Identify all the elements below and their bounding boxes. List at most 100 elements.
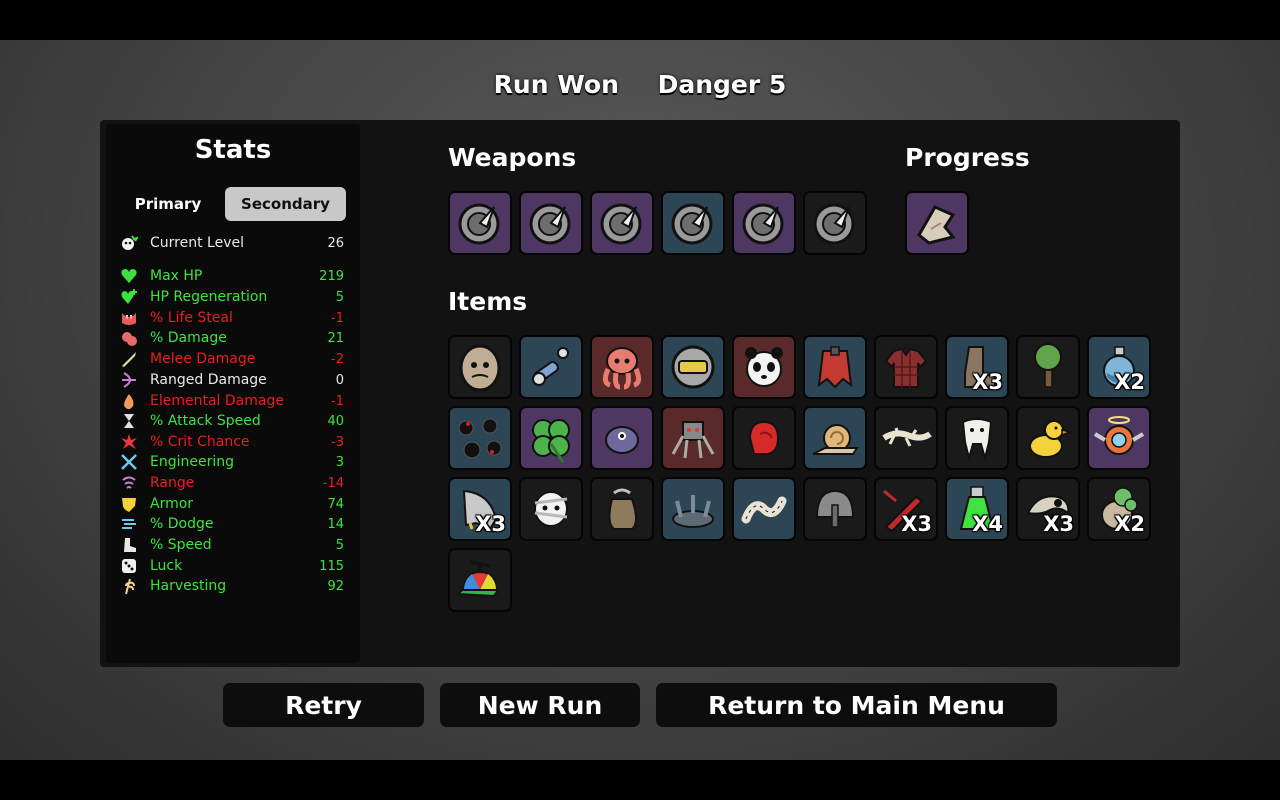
stat-label: Ranged Damage [150, 372, 267, 388]
cape-slot[interactable] [803, 335, 867, 399]
mechanical-arm-slot[interactable] [519, 335, 583, 399]
stat-label: % Crit Chance [150, 434, 250, 450]
spiked-shield-slot[interactable] [519, 191, 583, 255]
stat-label: Max HP [150, 268, 203, 284]
stat-value: 5 [335, 289, 344, 305]
weapons-title: Weapons [448, 143, 577, 172]
rock-slot[interactable] [448, 335, 512, 399]
claw-slot[interactable]: X3 [448, 477, 512, 541]
progress-title: Progress [905, 143, 1030, 172]
stat-row: % Life Steal-1 [118, 308, 344, 328]
boot-slot[interactable]: X3 [945, 335, 1009, 399]
stat-label: Current Level [150, 235, 244, 251]
shirt-slot[interactable] [874, 335, 938, 399]
tab-primary[interactable]: Primary [134, 195, 202, 213]
item-quantity: X3 [901, 512, 932, 536]
spiked-shield-slot[interactable] [590, 191, 654, 255]
stat-label: % Dodge [150, 516, 214, 532]
stat-label: Melee Damage [150, 351, 256, 367]
item-quantity: X2 [1114, 512, 1145, 536]
stat-row: Luck 115 [118, 556, 344, 576]
dice-icon [118, 557, 140, 575]
worm-slot[interactable] [732, 477, 796, 541]
propeller-hat-slot[interactable] [448, 548, 512, 612]
run-result: Run Won [493, 70, 619, 99]
angel-orb-slot[interactable] [1087, 406, 1151, 470]
dodge-wind-icon [118, 515, 140, 533]
stat-value: -2 [331, 351, 344, 367]
spiked-shield-slot[interactable] [661, 191, 725, 255]
crit-burst-icon [118, 433, 140, 451]
stat-label: Armor [150, 496, 194, 512]
stat-row: Elemental Damage -1 [118, 391, 344, 411]
stat-row: % Damage 21 [118, 328, 344, 348]
tooth-slot[interactable] [945, 406, 1009, 470]
stat-row: Melee Damage -2 [118, 349, 344, 369]
snail-slot[interactable] [803, 406, 867, 470]
bow-icon [118, 371, 140, 389]
stat-value: -1 [331, 393, 344, 409]
steel-helmet-slot[interactable] [803, 477, 867, 541]
potion-slot[interactable]: X2 [1087, 335, 1151, 399]
tab-secondary[interactable]: Secondary [225, 187, 346, 221]
sack-slot[interactable] [590, 477, 654, 541]
red-knife-slot[interactable]: X3 [874, 477, 938, 541]
wrench-icon [118, 453, 140, 471]
mossy-rock-slot[interactable]: X2 [1087, 477, 1151, 541]
stat-value: 40 [327, 413, 344, 429]
bandage-slot[interactable] [905, 191, 969, 255]
new-run-button[interactable]: New Run [440, 683, 640, 727]
retry-button[interactable]: Retry [223, 683, 424, 727]
stat-label: % Life Steal [150, 310, 233, 326]
stat-value: -3 [331, 434, 344, 450]
stat-row: Engineering 3 [118, 452, 344, 472]
duck-slot[interactable] [1016, 406, 1080, 470]
black-balls-slot[interactable] [448, 406, 512, 470]
heart-icon [118, 267, 140, 285]
run-header: Run Won Danger 5 [0, 70, 1280, 99]
stat-value: 26 [327, 235, 344, 251]
bandaged-face-slot[interactable] [519, 477, 583, 541]
trap-slot[interactable] [661, 477, 725, 541]
boxing-glove-slot[interactable] [732, 406, 796, 470]
stat-value: 92 [327, 578, 344, 594]
stat-label: HP Regeneration [150, 289, 268, 305]
stat-value: 0 [335, 372, 344, 388]
clover-slot[interactable] [519, 406, 583, 470]
stat-row: Range-14 [118, 473, 344, 493]
return-to-main-menu-button[interactable]: Return to Main Menu [656, 683, 1057, 727]
stat-value: 115 [319, 558, 344, 574]
stat-value: 3 [335, 454, 344, 470]
spiked-shield-slot[interactable] [803, 191, 867, 255]
stat-label: % Damage [150, 330, 227, 346]
lizard-slot[interactable] [874, 406, 938, 470]
stat-label: Engineering [150, 454, 234, 470]
stat-label: Elemental Damage [150, 393, 284, 409]
alien-slot[interactable] [590, 406, 654, 470]
stat-current-level: Current Level 26 [118, 233, 344, 253]
panda-slot[interactable] [732, 335, 796, 399]
stat-row: Ranged Damage 0 [118, 370, 344, 390]
level-icon [118, 234, 140, 252]
green-flask-slot[interactable]: X4 [945, 477, 1009, 541]
spiked-shield-slot[interactable] [448, 191, 512, 255]
item-quantity: X3 [1043, 512, 1074, 536]
stat-value: -14 [322, 475, 344, 491]
stat-label: Luck [150, 558, 183, 574]
items-title: Items [448, 287, 528, 316]
stat-value: 21 [327, 330, 344, 346]
stat-label: % Attack Speed [150, 413, 261, 429]
muscle-icon [118, 329, 140, 347]
helmet-slot[interactable] [661, 335, 725, 399]
stat-row: HP Regeneration 5 [118, 287, 344, 307]
spiked-shield-slot[interactable] [732, 191, 796, 255]
robot-slot[interactable] [661, 406, 725, 470]
octopus-slot[interactable] [590, 335, 654, 399]
fangs-icon [118, 309, 140, 327]
tree-slot[interactable] [1016, 335, 1080, 399]
horn-slot[interactable]: X3 [1016, 477, 1080, 541]
